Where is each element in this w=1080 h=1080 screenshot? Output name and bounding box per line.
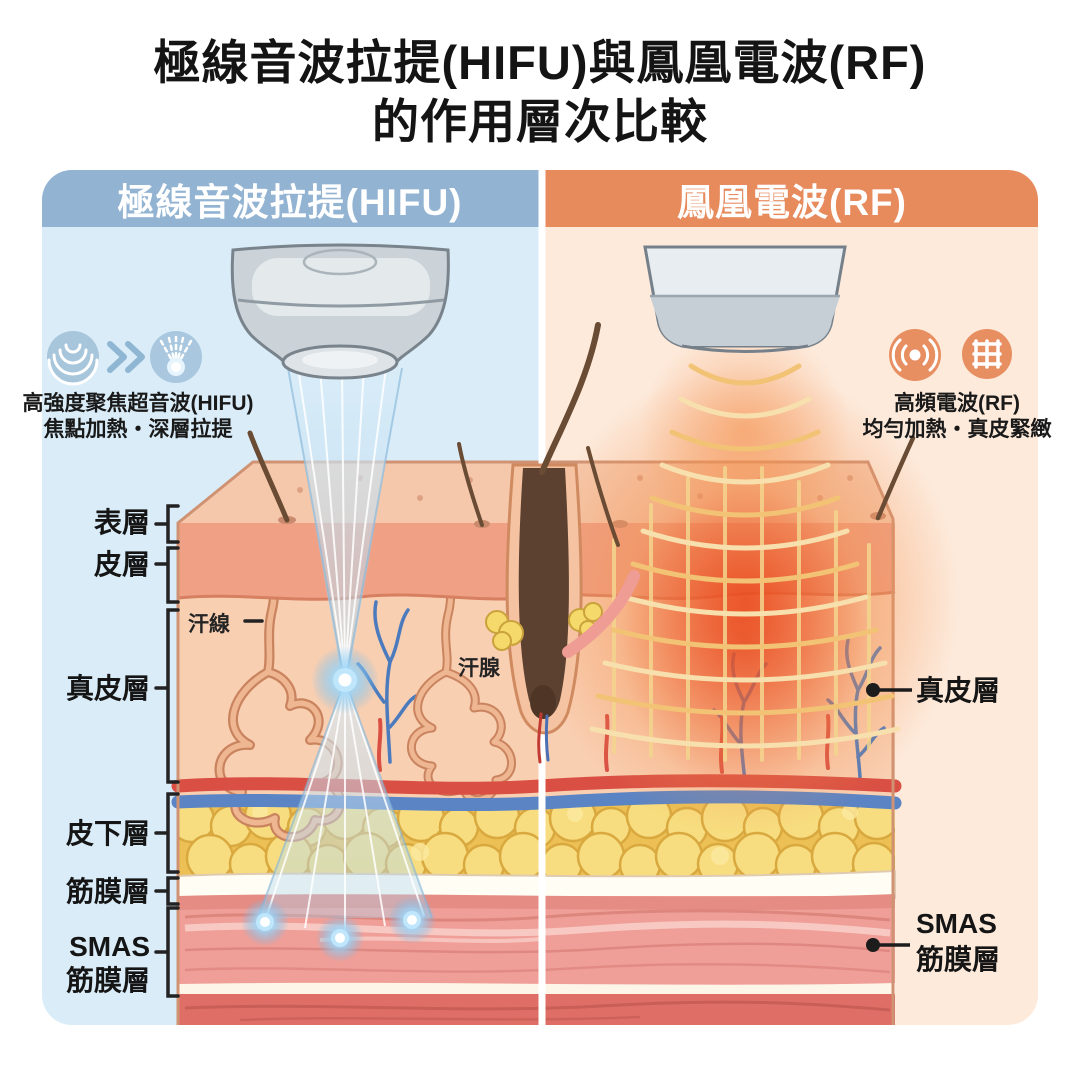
rf-caption-line-1: 高頻電波(RF) — [894, 392, 1020, 415]
chevron-right-icon — [107, 341, 145, 373]
right-leader-lines — [866, 683, 912, 952]
hifu-panel-header: 極線音波拉提(HIFU) — [117, 181, 463, 223]
rf-icons — [889, 329, 1012, 381]
layer-brackets — [154, 504, 264, 998]
rf-caption-line-2: 均勻加熱・真皮緊緻 — [862, 418, 1052, 441]
rf-caption: 高頻電波(RF) 均勻加熱・真皮緊緻 — [833, 391, 1080, 443]
title-line-2: 的作用層次比較 — [372, 94, 708, 148]
rf-panel-header: 鳳凰電波(RF) — [677, 181, 907, 223]
rf-mesh-lines — [612, 466, 871, 762]
title-line-1: 極線音波拉提(HIFU)與鳳凰電波(RF) — [153, 36, 927, 89]
rf-header-bar — [545, 170, 1038, 227]
smas-focal-dots — [241, 896, 436, 962]
label-dermis-left: 真皮層 — [65, 673, 150, 704]
rf-handpiece — [643, 245, 847, 353]
hifu-handpiece — [230, 243, 450, 380]
arrector-muscle — [562, 570, 640, 658]
hair-follicle — [485, 463, 640, 764]
rf-heat-zone — [545, 325, 960, 835]
hifu-header-bar — [42, 170, 539, 227]
hifu-caption: 高強度聚焦超音波(HIFU) 焦點加熱・深層拉提 — [2, 391, 274, 443]
label-dermis-right: 真皮層 — [916, 675, 1001, 706]
hifu-caption-line-1: 高強度聚焦超音波(HIFU) — [22, 392, 254, 415]
label-smas-right: SMAS 筋膜層 — [916, 908, 1001, 975]
deep-muscle-layer — [178, 994, 895, 1025]
hairs — [247, 322, 916, 547]
hifu-beam — [241, 367, 436, 962]
hifu-icons — [47, 331, 202, 386]
hifu-caption-line-2: 焦點加熱・深層拉提 — [43, 418, 233, 441]
label-sweat-duct: 汗線 — [188, 613, 230, 636]
rf-wave-arcs — [589, 363, 901, 749]
label-smas-left: SMAS 筋膜層 — [65, 931, 150, 996]
label-skin-layer: 皮層 — [93, 549, 150, 580]
sebaceous-gland — [485, 602, 603, 651]
label-epidermis-surface: 表層 — [93, 507, 150, 538]
page-title: 極線音波拉提(HIFU)與鳳凰電波(RF) 的作用層次比較 — [0, 34, 1080, 152]
label-subcutaneous: 皮下層 — [65, 818, 150, 849]
skin-cross-section — [171, 460, 902, 1025]
label-fascia: 筋膜層 — [65, 876, 150, 907]
label-sweat-gland: 汗腺 — [458, 657, 500, 680]
